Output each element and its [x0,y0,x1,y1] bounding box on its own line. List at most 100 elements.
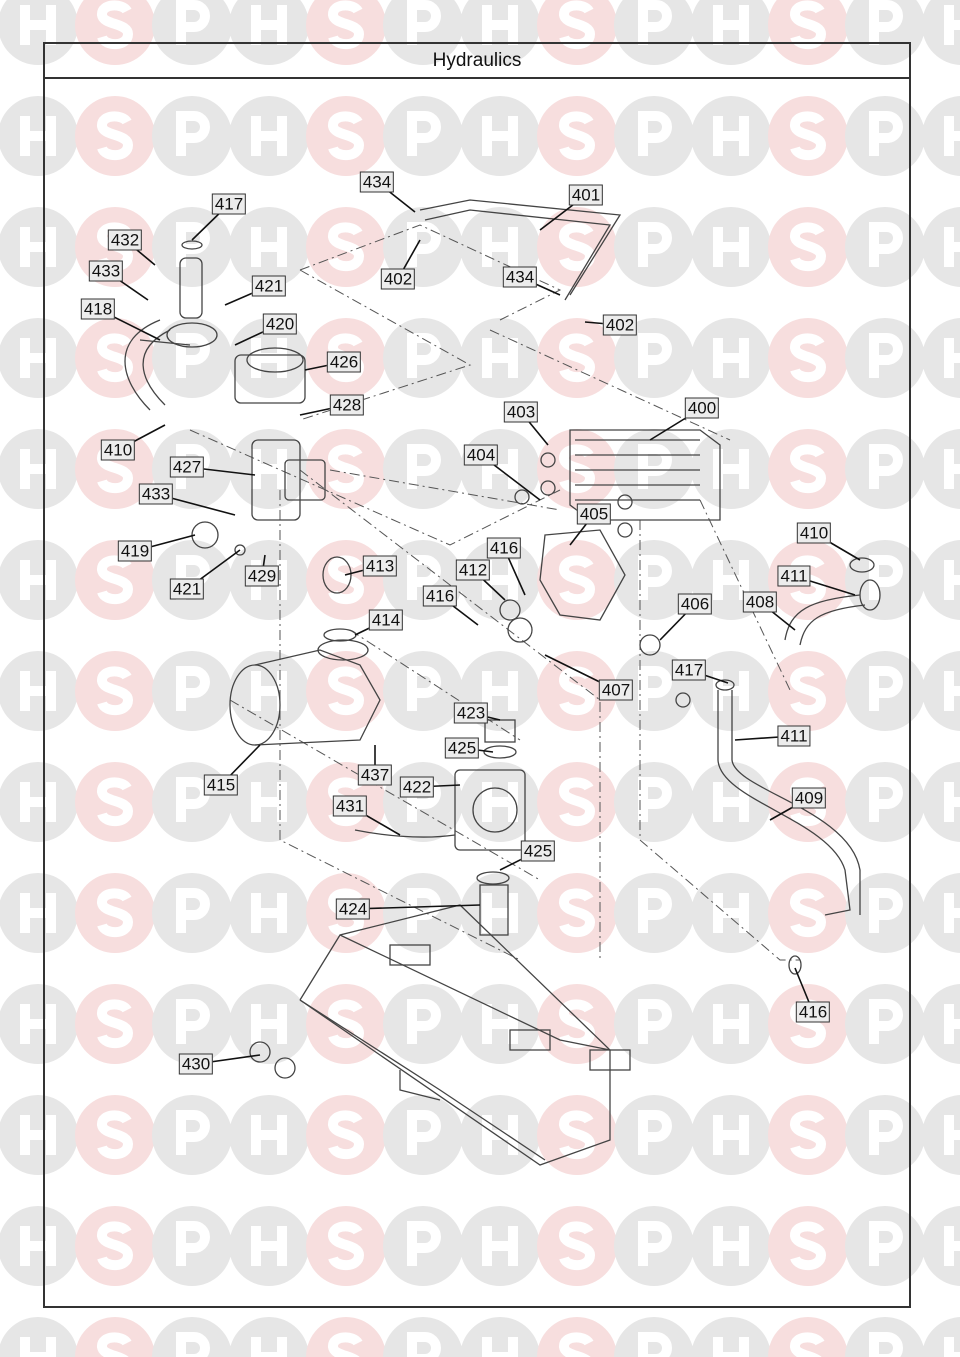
part-label-423[interactable]: 423 [453,702,489,724]
part-label-434[interactable]: 434 [502,266,538,288]
part-label-405[interactable]: 405 [576,503,612,525]
watermark-badge-h [691,96,771,176]
watermark-badge-s [75,1317,155,1357]
watermark-badge-h [0,96,78,176]
part-label-425[interactable]: 425 [444,737,480,759]
watermark-badge-h [229,0,309,65]
watermark-badge-p [152,96,232,176]
part-label-415[interactable]: 415 [203,774,239,796]
watermark-badge-p [152,651,232,731]
watermark-badge-p [614,1317,694,1357]
part-label-407[interactable]: 407 [598,679,634,701]
watermark-badge-p [614,540,694,620]
part-label-414[interactable]: 414 [368,609,404,631]
assembly-guide-lines [189,224,800,961]
watermark-badge-p [845,1095,925,1175]
part-label-425[interactable]: 425 [520,840,556,862]
part-label-416[interactable]: 416 [486,537,522,559]
part-label-418[interactable]: 418 [80,298,116,320]
part-label-412[interactable]: 412 [455,559,491,581]
part-label-417[interactable]: 417 [211,193,247,215]
part-label-406[interactable]: 406 [677,593,713,615]
part-label-400[interactable]: 400 [684,397,720,419]
watermark-badge-s [306,1095,386,1175]
part-label-420[interactable]: 420 [262,313,298,335]
part-label-416[interactable]: 416 [795,1001,831,1023]
watermark-badge-h [460,1317,540,1357]
watermark-badge-s [537,429,617,509]
watermark-badge-h [229,873,309,953]
watermark-badge-s [306,651,386,731]
part-label-419[interactable]: 419 [117,540,153,562]
watermark-badge-p [845,0,925,65]
part-label-427[interactable]: 427 [169,456,205,478]
part-label-404[interactable]: 404 [463,444,499,466]
part-label-421[interactable]: 421 [169,578,205,600]
watermark-badge-h [0,318,78,398]
part-label-402[interactable]: 402 [380,268,416,290]
watermark-badge-p [845,651,925,731]
part-label-411[interactable]: 411 [777,725,811,747]
part-label-433[interactable]: 433 [138,483,174,505]
valve-427 [251,439,326,521]
part-label-421[interactable]: 421 [251,275,287,297]
part-label-403[interactable]: 403 [503,401,539,423]
watermark-badge-p [152,1317,232,1357]
part-label-401[interactable]: 401 [568,184,604,206]
part-label-410[interactable]: 410 [100,439,136,461]
part-label-429[interactable]: 429 [244,565,280,587]
watermark-badge-p [845,984,925,1064]
part-label-430[interactable]: 430 [178,1053,214,1075]
watermark-badge-s [306,0,386,65]
chassis-plate [249,904,631,1166]
part-label-434[interactable]: 434 [359,171,395,193]
watermark-badge-h [922,1317,960,1357]
part-label-422[interactable]: 422 [399,776,435,798]
watermark-badge-h [229,1317,309,1357]
part-label-432[interactable]: 432 [107,229,143,251]
watermark-badge-p [845,873,925,953]
part-label-437[interactable]: 437 [357,764,393,786]
part-label-408[interactable]: 408 [742,591,778,613]
watermark-badge-p [614,207,694,287]
part-label-424[interactable]: 424 [335,898,371,920]
part-label-431[interactable]: 431 [332,795,368,817]
watermark-badge-s [306,984,386,1064]
watermark-badge-p [152,984,232,1064]
watermark-badge-p [383,207,463,287]
watermark-badge-s [306,96,386,176]
part-label-426[interactable]: 426 [326,351,362,373]
part-label-428[interactable]: 428 [329,394,365,416]
watermark-badge-s [537,0,617,65]
watermark-badge-h [229,207,309,287]
watermark-badge-p [383,1206,463,1286]
watermark-badge-s [537,96,617,176]
part-label-402[interactable]: 402 [602,314,638,336]
pipe-417-tube [166,240,218,348]
watermark-badge-p [614,984,694,1064]
fan-426 [234,347,306,404]
part-label-416[interactable]: 416 [422,585,458,607]
watermark-badge-h [691,0,771,65]
watermark-badge-s [768,651,848,731]
part-label-409[interactable]: 409 [791,787,827,809]
leader-lines [97,181,861,1065]
part-label-433[interactable]: 433 [88,260,124,282]
part-label-417[interactable]: 417 [671,659,707,681]
watermark-badge-s [306,1317,386,1357]
part-label-413[interactable]: 413 [362,555,398,577]
watermark-badge-h [229,1095,309,1175]
watermark-badge-s [75,873,155,953]
watermark-badge-h [922,429,960,509]
watermark-badge-h [460,318,540,398]
watermark-badge-p [845,540,925,620]
watermark-badge-s [75,318,155,398]
watermark-badge-p [845,318,925,398]
watermark-badge-h [0,429,78,509]
part-label-410[interactable]: 410 [796,522,832,544]
watermark-badge-s [537,1317,617,1357]
watermark-badge-s [537,318,617,398]
part-label-411[interactable]: 411 [777,565,811,587]
